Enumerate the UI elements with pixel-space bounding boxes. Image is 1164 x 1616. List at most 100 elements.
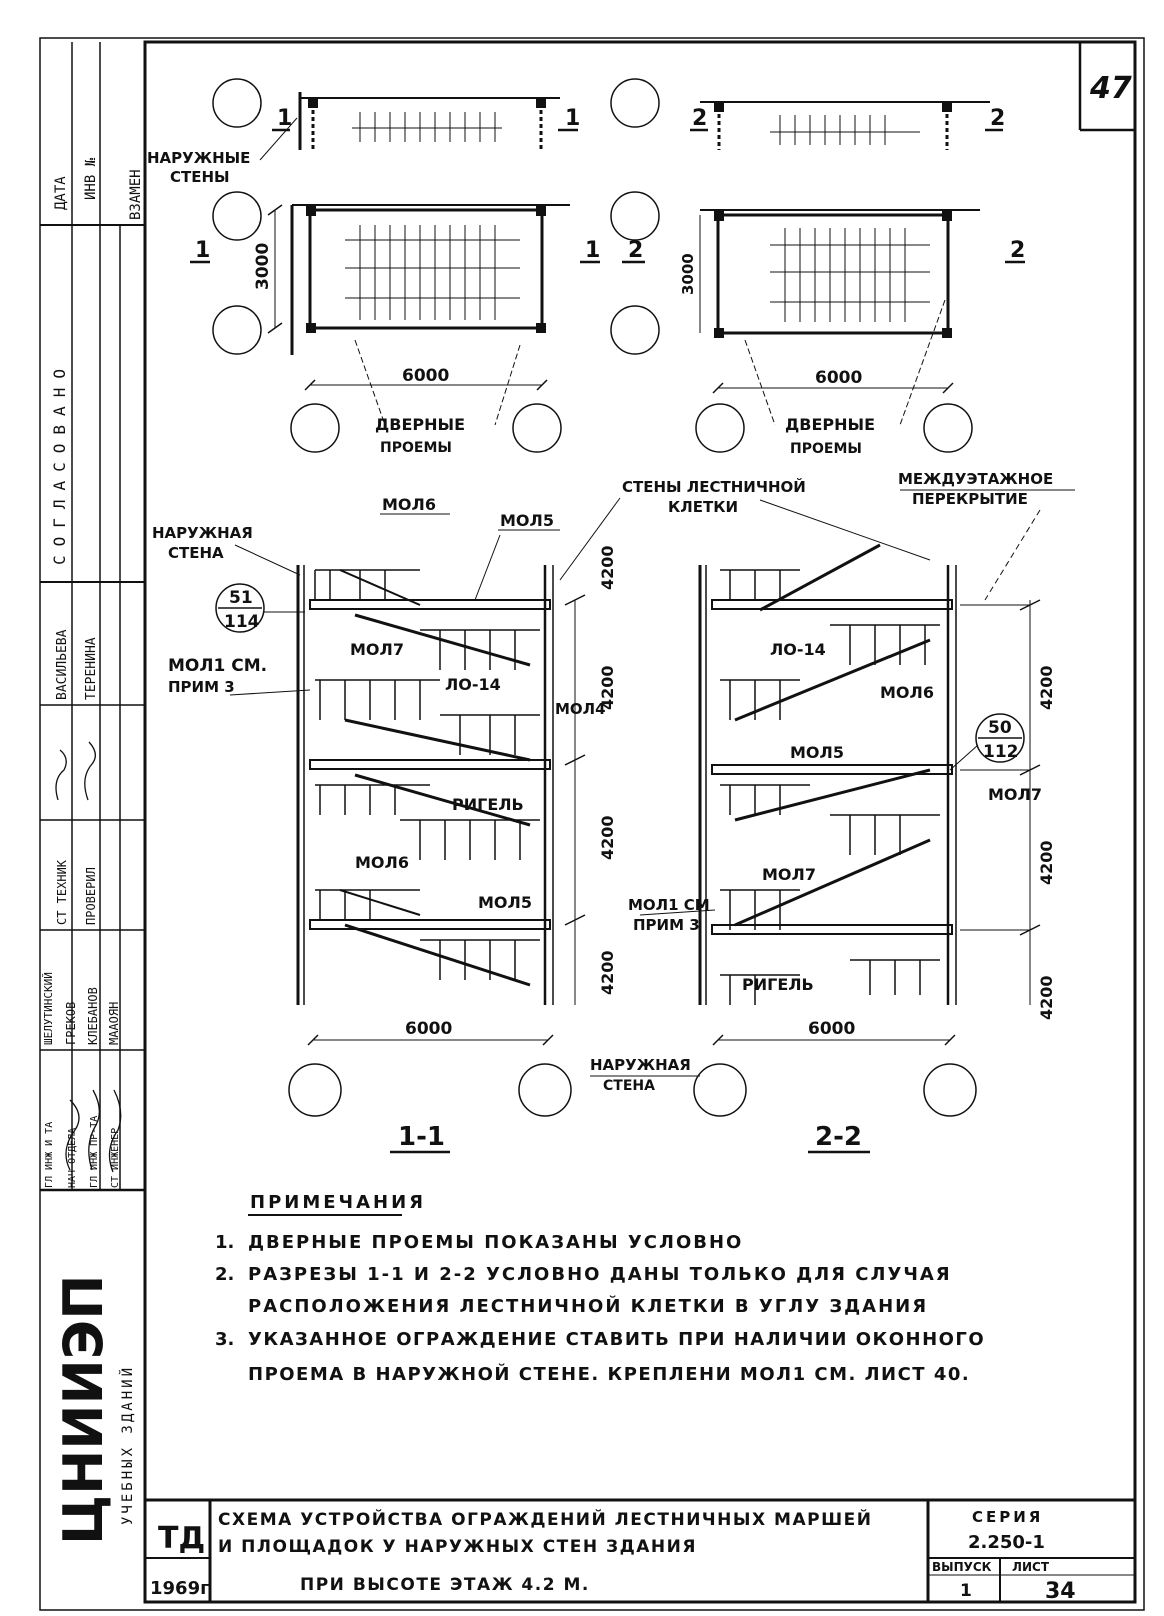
left-stamp-strip: [40, 42, 145, 1192]
label-stair-walls-1: СТЕНЫ ЛЕСТНИЧНОЙ: [622, 477, 806, 496]
plan1-cut-mid-right: 1: [585, 238, 600, 263]
s2-label-rigel: РИГЕЛЬ: [742, 975, 814, 994]
tb-title-3: ПРИ ВЫСОТЕ ЭТАЖ 4.2 М.: [300, 1575, 590, 1595]
plan2-dim-horizontal: 6000: [815, 368, 862, 388]
s2-label-mol7-right: МОЛ7: [988, 785, 1042, 804]
s2-width: 6000: [808, 1019, 855, 1039]
s2-title: 2-2: [815, 1122, 862, 1152]
s1-callout-bottom: 114: [224, 612, 260, 632]
s1-height-2: 4200: [598, 665, 617, 710]
stamp-col-date: ДАТА: [53, 176, 69, 210]
plan-2: [610, 78, 1025, 453]
plan2-door-label-2: ПРОЕМЫ: [790, 441, 862, 457]
note-1-num: 1.: [215, 1232, 234, 1253]
section-1-1: [215, 513, 586, 1117]
outer-wall-leader: [234, 544, 301, 576]
note-3-line-1: УКАЗАННОЕ ОГРАЖДЕНИЕ СТАВИТЬ ПРИ НАЛИЧИИ…: [248, 1329, 985, 1350]
s1-label-mol7: МОЛ7: [350, 640, 404, 659]
s1-height-1: 4200: [598, 545, 617, 590]
s2-label-lo14: ЛО-14: [770, 640, 826, 659]
plan1-cut-mid-left: 1: [195, 238, 210, 263]
notes-heading: ПРИМЕЧАНИЯ: [250, 1192, 426, 1213]
plan1-cut-top-left: 1: [277, 106, 292, 131]
name-maloyan: МААОЯН: [107, 1002, 121, 1045]
signatures: [55, 741, 122, 1173]
note-2-line-2: РАСПОЛОЖЕНИЯ ЛЕСТНИЧНОЙ КЛЕТКИ В УГЛУ ЗД…: [248, 1295, 928, 1317]
note-3-line-2: ПРОЕМА В НАРУЖНОЙ СТЕНЕ. КРЕПЛЕНИ МОЛ1 С…: [248, 1363, 970, 1385]
role-sr-technician: СТ ТЕХНИК: [55, 859, 69, 925]
plan-1: [190, 78, 600, 453]
role-chief-proj: ГЛ ИНЖ ПР-ТА: [89, 1116, 100, 1188]
s1-height-3: 4200: [598, 815, 617, 860]
name-klebanov: КЛЕБАНОВ: [86, 987, 100, 1045]
label-outer-wall-1: НАРУЖНАЯ: [152, 524, 253, 542]
role-chief-eng: ГЛ ИНЖ И ТА: [44, 1122, 55, 1188]
label-outer-walls-1: НАРУЖНЫЕ: [147, 149, 250, 167]
s2-label-mol5: МОЛ5: [790, 743, 844, 762]
outer-walls-leader: [259, 117, 298, 161]
tb-code: ТД: [158, 1521, 205, 1556]
plan1-dim-vertical: 3000: [253, 243, 273, 290]
s1-label-mol4: МОЛ4: [555, 700, 606, 718]
tb-sheet-label: ЛИСТ: [1012, 1560, 1050, 1574]
s1-note-mol1-2: ПРИМ 3: [168, 678, 235, 696]
label-outer-wall-bottom-2: СТЕНА: [603, 1078, 655, 1094]
tb-series-label: СЕРИЯ: [972, 1508, 1043, 1526]
org-logo: ЦНИИЭП: [52, 1274, 115, 1545]
s2-height-2: 4200: [1037, 840, 1056, 885]
name-vasilieva: ВАСИЛЬЕВА: [55, 629, 70, 700]
s1-label-mol5-top: МОЛ5: [500, 511, 554, 530]
plan2-cut-mid-left: 2: [628, 238, 643, 263]
tb-title-1: СХЕМА УСТРОЙСТВА ОГРАЖДЕНИЙ ЛЕСТНИЧНЫХ М…: [218, 1508, 872, 1530]
s1-callout-top: 51: [229, 588, 253, 608]
s2-callout-bottom: 112: [983, 742, 1019, 762]
note-2-line-1: РАЗРЕЗЫ 1-1 И 2-2 УСЛОВНО ДАНЫ ТОЛЬКО ДЛ…: [248, 1264, 952, 1285]
s2-label-mol7: МОЛ7: [762, 865, 816, 884]
s2-note-mol1-2: ПРИМ 3: [633, 916, 700, 934]
s1-note-mol1-1: МОЛ1 СМ.: [168, 656, 267, 676]
tb-issue-label: ВЫПУСК: [932, 1560, 992, 1574]
name-terenina: ТЕРЕНИНА: [84, 637, 99, 700]
s2-height-1: 4200: [1037, 665, 1056, 710]
plan1-door-label-2: ПРОЕМЫ: [380, 440, 452, 456]
plan2-cut-mid-right: 2: [1010, 238, 1025, 263]
label-outer-wall-2: СТЕНА: [168, 544, 224, 562]
role-shelutinsky: ШЕЛУТИНСКИЙ: [42, 972, 55, 1045]
note-2-num: 2.: [215, 1264, 234, 1285]
section-leaders: [559, 489, 1075, 601]
sheet-frames: [39, 37, 1145, 1611]
s1-label-mol6-top: МОЛ6: [382, 495, 436, 514]
label-floor-slab-2: ПЕРЕКРЫТИЕ: [912, 490, 1028, 508]
s2-height-3: 4200: [1037, 975, 1056, 1020]
s2-note-mol1-1: МОЛ1 СМ: [628, 896, 710, 914]
role-checked: ПРОВЕРИЛ: [84, 867, 98, 925]
tb-issue-value: 1: [960, 1581, 972, 1601]
title-block: [145, 1498, 1135, 1602]
plan2-door-label-1: ДВЕРНЫЕ: [785, 415, 875, 434]
plan2-dim-vertical: 3000: [679, 253, 697, 295]
s1-label-rigel: РИГЕЛЬ: [452, 795, 524, 814]
plan1-cut-top-right: 1: [565, 106, 580, 131]
role-sr-engineer: СТ ИНЖЕНЕР: [110, 1128, 121, 1188]
name-grekov: ГРЕКОВ: [64, 1002, 78, 1045]
s1-title: 1-1: [398, 1122, 445, 1152]
s1-width: 6000: [405, 1019, 452, 1039]
plan2-cut-top-left: 2: [692, 106, 707, 131]
label-outer-walls-2: СТЕНЫ: [170, 168, 230, 186]
plan2-cut-top-right: 2: [990, 106, 1005, 131]
note-1-line-1: ДВЕРНЫЕ ПРОЕМЫ ПОКАЗАНЫ УСЛОВНО: [248, 1232, 743, 1253]
stamp-col-inv: ИНВ №: [83, 157, 99, 200]
label-stair-walls-2: КЛЕТКИ: [668, 498, 738, 516]
tb-series-value: 2.250-1: [968, 1532, 1045, 1553]
s1-height-4: 4200: [598, 950, 617, 995]
label-outer-wall-bottom-1: НАРУЖНАЯ: [590, 1056, 691, 1074]
tb-title-2: И ПЛОЩАДОК У НАРУЖНЫХ СТЕН ЗДАНИЯ: [218, 1537, 697, 1557]
tb-sheet-value: 34: [1045, 1579, 1076, 1604]
sheet-number: 47: [1089, 71, 1132, 106]
org-subtitle: УЧЕБНЫХ ЗДАНИЙ: [118, 1365, 136, 1525]
role-head-dept: НАЧ ОТДЕЛА: [67, 1128, 78, 1188]
stamp-col-replace: ВЗАМЕН: [128, 169, 144, 220]
s1-label-mol5-bot: МОЛ5: [478, 893, 532, 912]
label-floor-slab-1: МЕЖДУЭТАЖНОЕ: [898, 470, 1053, 488]
